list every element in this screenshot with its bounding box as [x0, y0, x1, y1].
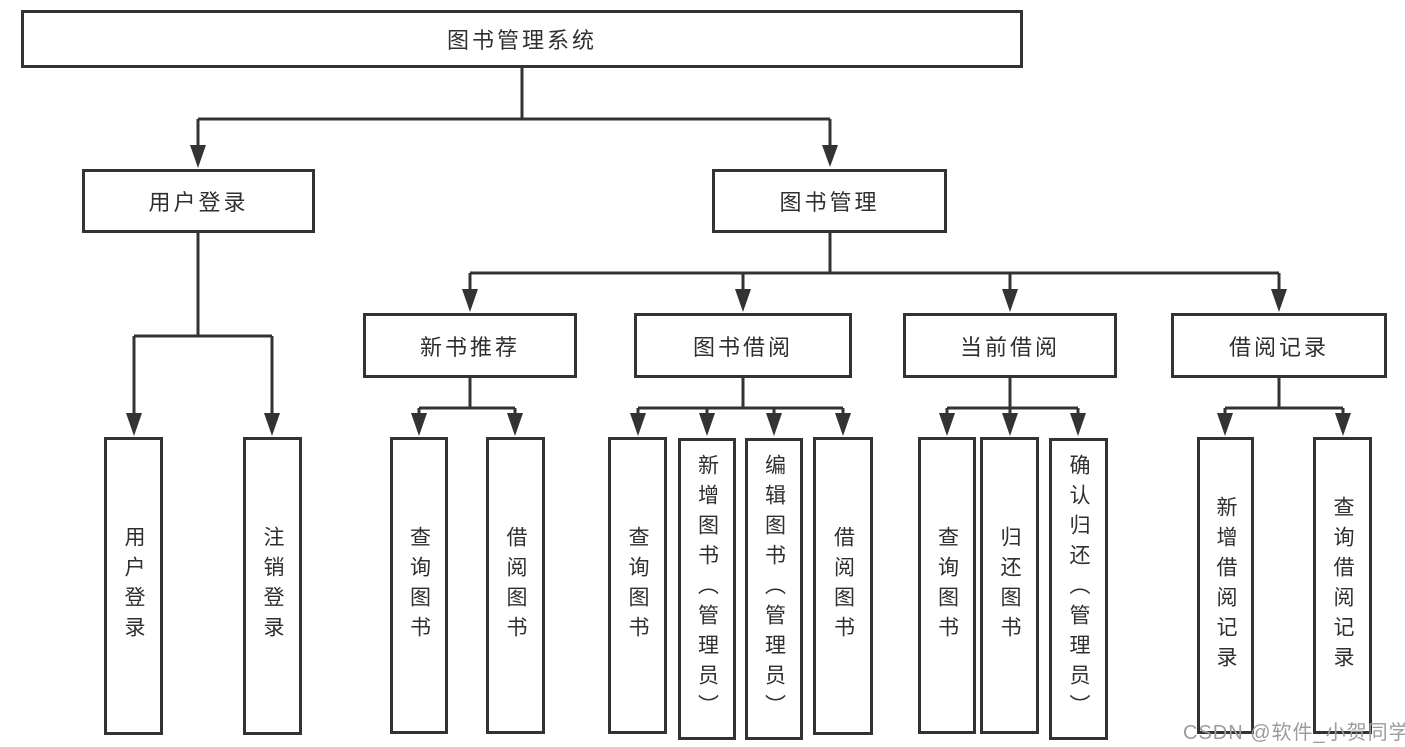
node-label: 查询图书: [935, 525, 959, 646]
leaf-confirm-return-admin: 确认归还（管理员）: [1049, 438, 1108, 740]
leaf-query-borrow-record: 查询借阅记录: [1313, 437, 1372, 734]
node-borrow-records: 借阅记录: [1171, 313, 1387, 378]
leaf-user-login: 用户登录: [104, 437, 163, 735]
node-label: 确认归还（管理员）: [1067, 454, 1090, 724]
leaf-add-borrow-record: 新增借阅记录: [1197, 437, 1254, 734]
leaf-edit-book-admin: 编辑图书（管理员）: [745, 438, 803, 740]
leaf-query-books-borrow: 查询图书: [608, 437, 667, 734]
node-label: 新书推荐: [419, 334, 520, 360]
leaf-borrow-books-recommend: 借阅图书: [486, 437, 545, 734]
node-label: 借阅图书: [831, 526, 855, 646]
node-book-borrow: 图书借阅: [634, 313, 852, 378]
node-label: 当前借阅: [959, 334, 1060, 360]
node-current-borrow: 当前借阅: [903, 313, 1117, 378]
leaf-add-book-admin: 新增图书（管理员）: [678, 438, 736, 740]
node-label: 查询图书: [407, 525, 431, 646]
node-label: 图书管理系统: [446, 28, 597, 53]
node-new-book-recommend: 新书推荐: [363, 313, 577, 378]
csdn-watermark: CSDN @软件_小贺同学: [1183, 722, 1405, 744]
node-book-management: 图书管理: [712, 169, 947, 233]
node-label: 用户登录: [122, 526, 145, 646]
leaf-query-books-current: 查询图书: [918, 437, 976, 734]
node-label: 新增借阅记录: [1214, 495, 1237, 676]
node-label: 新增图书（管理员）: [695, 454, 719, 724]
node-label: 借阅记录: [1228, 334, 1329, 360]
node-label: 查询借阅记录: [1331, 495, 1354, 676]
node-label: 用户登录: [148, 190, 249, 215]
node-user-login: 用户登录: [82, 169, 315, 233]
node-label: 归还图书: [998, 525, 1021, 646]
node-label: 注销登录: [261, 526, 284, 646]
node-label: 查询图书: [626, 525, 649, 646]
leaf-query-books-recommend: 查询图书: [390, 437, 448, 734]
leaf-logout: 注销登录: [243, 437, 302, 735]
node-label: 借阅图书: [504, 525, 527, 646]
node-label: 编辑图书（管理员）: [762, 454, 786, 724]
node-label: 图书借阅: [692, 334, 793, 360]
leaf-borrow-books: 借阅图书: [813, 437, 873, 735]
leaf-return-book: 归还图书: [980, 437, 1039, 734]
node-label: 图书管理: [779, 190, 880, 215]
node-root-system: 图书管理系统: [21, 10, 1023, 68]
